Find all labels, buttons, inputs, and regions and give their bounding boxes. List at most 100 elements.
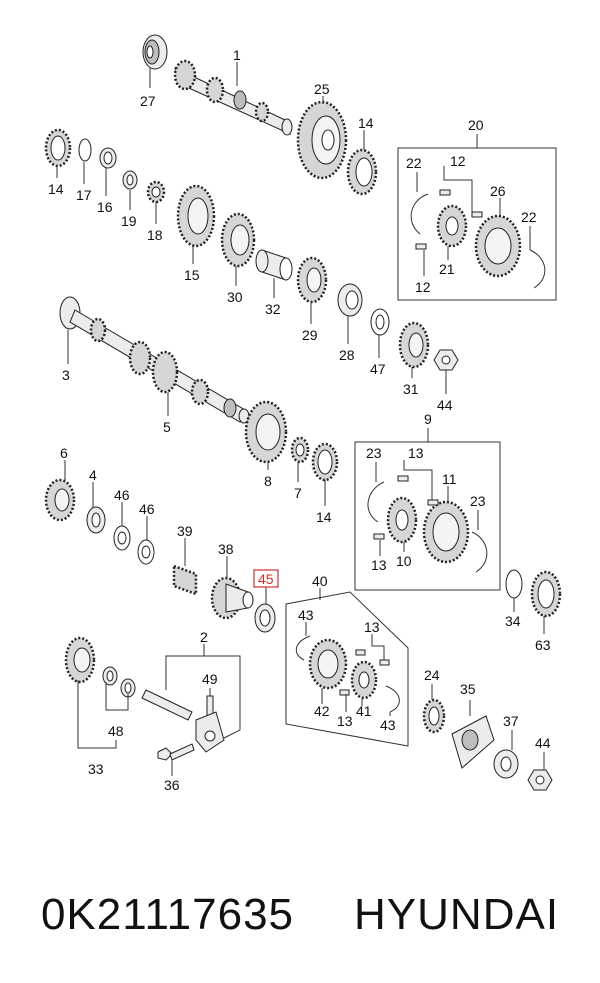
part-6-gear — [44, 478, 76, 522]
callout-4: 4 — [89, 467, 97, 483]
part-1-input-shaft — [173, 59, 293, 136]
callout-24: 24 — [424, 667, 440, 683]
callout-labels: 1 27 25 14 20 14 17 16 19 18 15 30 32 29… — [48, 47, 551, 793]
part-30-gear — [220, 212, 256, 268]
part-3-output-shaft — [59, 296, 250, 424]
part-33-reverse-idler — [64, 636, 96, 684]
callout-23: 23 — [366, 445, 382, 461]
callout-9: 9 — [424, 411, 432, 427]
part-46-washer-a — [113, 525, 131, 551]
callout-18: 18 — [147, 227, 163, 243]
part-14-synchro-ring-b — [44, 128, 72, 168]
callout-32: 32 — [265, 301, 281, 317]
callout-33: 33 — [88, 761, 104, 777]
callout-35: 35 — [460, 681, 476, 697]
callout-34: 34 — [505, 613, 521, 629]
callout-31: 31 — [403, 381, 419, 397]
callout-25: 25 — [314, 81, 330, 97]
callout-21: 21 — [439, 261, 455, 277]
part-45-ring — [254, 603, 276, 633]
callout-1: 1 — [233, 47, 241, 63]
callout-47: 47 — [370, 361, 386, 377]
callout-13: 13 — [364, 619, 380, 635]
callout-19: 19 — [121, 213, 137, 229]
callout-63: 63 — [535, 637, 551, 653]
part-16-bearing — [99, 147, 117, 169]
callout-13: 13 — [337, 713, 353, 729]
part-29-gear — [296, 256, 328, 304]
part-info-footer: 0K21117635 HYUNDAI — [0, 870, 600, 960]
part-18-needle-bearing — [146, 180, 166, 204]
part-36-bolt — [157, 743, 195, 761]
part-19-collar — [122, 170, 138, 190]
part-13-keys — [373, 475, 439, 540]
part-42-sleeve — [308, 638, 348, 690]
callout-46: 46 — [139, 501, 155, 517]
part-22-snap-ring-b — [529, 249, 546, 289]
callout-2: 2 — [200, 629, 208, 645]
callout-6: 6 — [60, 445, 68, 461]
part-2-shaft-assembly — [141, 689, 225, 753]
part-28-bearing — [337, 283, 363, 317]
part-17-snap-ring — [78, 138, 92, 162]
callout-29: 29 — [302, 327, 318, 343]
callout-14: 14 — [358, 115, 374, 131]
part-48-bushing-a — [102, 666, 118, 686]
part-22-snap-ring-a — [410, 193, 429, 235]
part-10-hub — [386, 496, 418, 544]
part-23-snap-ring-a — [367, 481, 385, 523]
callout-37: 37 — [503, 713, 519, 729]
part-43-snap-ring-b — [385, 685, 400, 713]
exploded-parts-diagram: 1 27 25 14 20 14 17 16 19 18 15 30 32 29… — [44, 34, 562, 793]
callout-27: 27 — [140, 93, 156, 109]
callout-5: 5 — [163, 419, 171, 435]
callout-42: 42 — [314, 703, 330, 719]
part-32-sleeve — [255, 249, 293, 281]
part-43-snap-ring-a — [295, 635, 311, 661]
callout-20: 20 — [468, 117, 484, 133]
callout-23: 23 — [470, 493, 486, 509]
part-21-hub — [436, 204, 468, 248]
callout-46: 46 — [114, 487, 130, 503]
part-8-gear — [244, 400, 288, 464]
part-44-nut-a — [433, 349, 459, 371]
callout-26: 26 — [490, 183, 506, 199]
callout-45: 45 — [258, 571, 274, 587]
part-38-gear — [210, 576, 254, 620]
callout-22: 22 — [406, 155, 422, 171]
callout-22: 22 — [521, 209, 537, 225]
callout-14: 14 — [48, 181, 64, 197]
callout-13: 13 — [408, 445, 424, 461]
part-7-needle-bearing — [290, 436, 310, 464]
part-24-synchro-ring — [422, 698, 446, 734]
callout-30: 30 — [227, 289, 243, 305]
brand-name: HYUNDAI — [354, 890, 560, 939]
part-34-snap-ring — [505, 569, 523, 599]
callout-43: 43 — [380, 717, 396, 733]
callout-28: 28 — [339, 347, 355, 363]
callout-15: 15 — [184, 267, 200, 283]
part-46-washer-b — [137, 539, 155, 565]
callout-44: 44 — [535, 735, 551, 751]
callout-39: 39 — [177, 523, 193, 539]
callout-44: 44 — [437, 397, 453, 413]
part-41-hub — [350, 660, 378, 700]
part-11-sleeve — [422, 500, 470, 564]
callout-8: 8 — [264, 473, 272, 489]
part-27-bearing — [142, 34, 168, 70]
part-26-sleeve — [474, 214, 522, 278]
callout-43: 43 — [298, 607, 314, 623]
part-12-keys — [415, 189, 483, 250]
callout-12: 12 — [415, 279, 431, 295]
part-4-bearing — [86, 506, 106, 534]
callout-36: 36 — [164, 777, 180, 793]
part-35-plate — [451, 715, 495, 769]
callout-11: 11 — [442, 471, 457, 487]
callout-16: 16 — [97, 199, 113, 215]
callout-13: 13 — [371, 557, 387, 573]
part-15-gear — [176, 184, 216, 248]
part-39-needle-bearing — [172, 564, 198, 596]
callout-14: 14 — [316, 509, 332, 525]
callout-10: 10 — [396, 553, 412, 569]
callout-17: 17 — [76, 187, 92, 203]
